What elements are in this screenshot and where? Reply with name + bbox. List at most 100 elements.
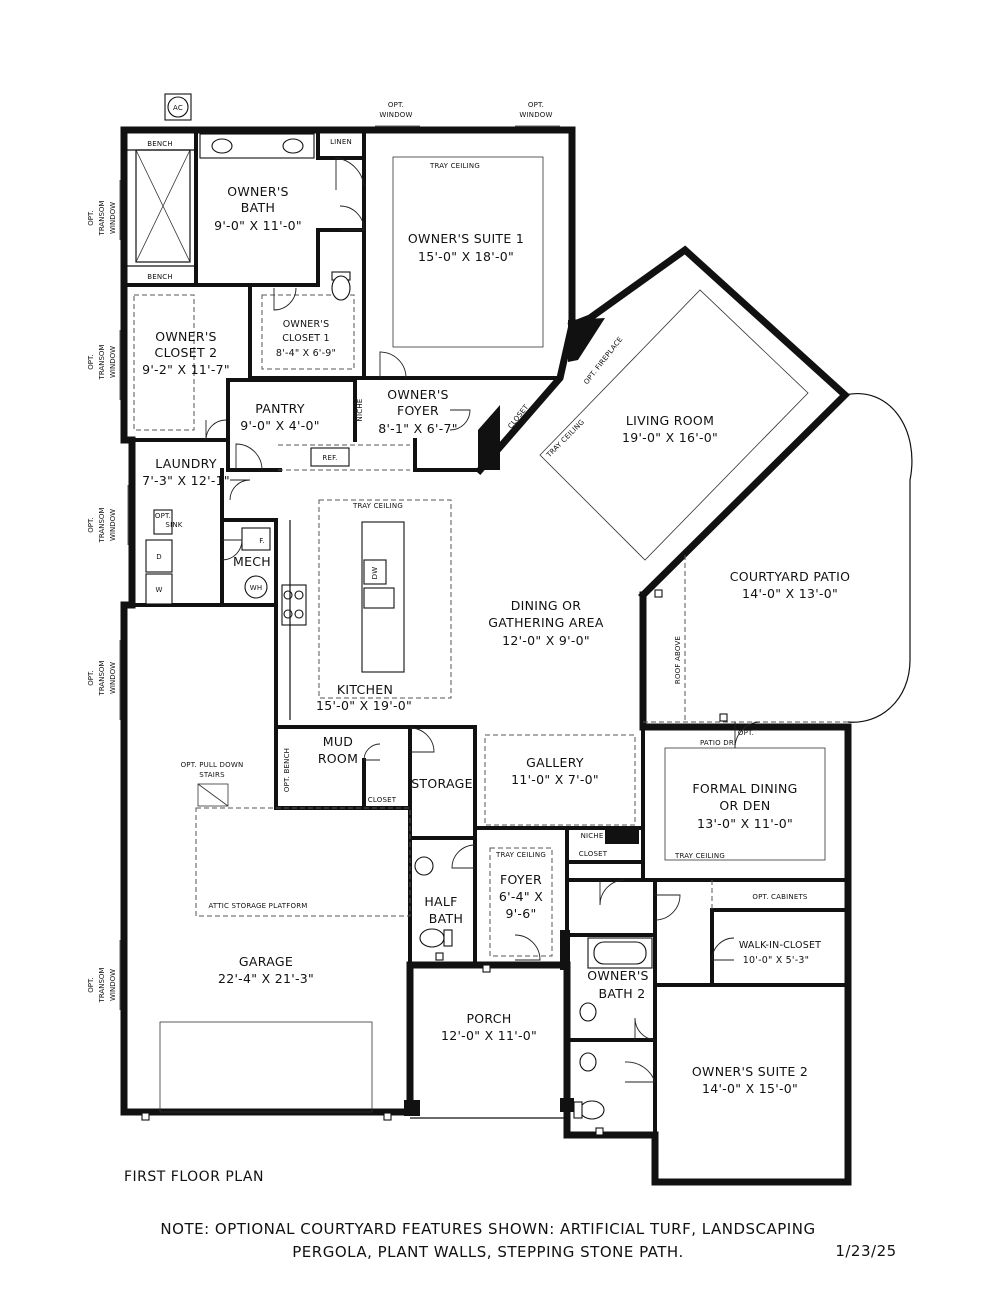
kitchen-tray-ceiling-label: TRAY CEILING bbox=[352, 502, 403, 510]
foyer-size2: 9'-6" bbox=[505, 906, 536, 921]
mech-name: MECH bbox=[233, 554, 271, 569]
walk-in-closet-size: 10'-0" X 5'-3" bbox=[743, 955, 809, 966]
sink-opt-label: OPT. bbox=[155, 512, 171, 520]
owners-closet-2-size: 9'-2" X 11'-7" bbox=[142, 362, 230, 377]
owners-suite-1-size: 15'-0" X 18'-0" bbox=[418, 249, 514, 264]
column-post bbox=[560, 1098, 574, 1112]
patio-door-label: PATIO DR. bbox=[700, 739, 736, 747]
window-label: WINDOW bbox=[519, 111, 552, 119]
dryer-label: D bbox=[156, 553, 162, 561]
garage-name: GARAGE bbox=[239, 954, 293, 969]
owners-foyer-size: 8'-1" X 6'-7" bbox=[378, 421, 458, 436]
laundry-size: 7'-3" X 12'-1" bbox=[142, 473, 230, 488]
living-room-name: LIVING ROOM bbox=[626, 413, 714, 428]
porch-size: 12'-0" X 11'-0" bbox=[441, 1028, 537, 1043]
dining-name2: GATHERING AREA bbox=[488, 615, 604, 630]
transom-window-label: WINDOW bbox=[109, 969, 117, 1001]
formal-dining-size: 13'-0" X 11'-0" bbox=[697, 816, 793, 831]
tray-ceiling-label: TRAY CEILING bbox=[429, 162, 480, 170]
wall-corner-block bbox=[478, 405, 500, 470]
gallery-closet-label: CLOSET bbox=[579, 850, 608, 858]
plan-date: 1/23/25 bbox=[835, 1242, 896, 1260]
owners-suite-2-name: OWNER'S SUITE 2 bbox=[692, 1064, 808, 1079]
courtyard-patio-size: 14'-0" X 13'-0" bbox=[742, 586, 838, 601]
transom-label: TRANSOM bbox=[98, 661, 106, 697]
bench-label: BENCH bbox=[147, 140, 173, 148]
owners-bath-name: OWNER'S bbox=[227, 184, 289, 199]
owners-suite-1-name: OWNER'S SUITE 1 bbox=[408, 231, 524, 246]
mud-room-name2: ROOM bbox=[318, 751, 358, 766]
dishwasher-label: DW bbox=[371, 567, 379, 580]
outlet-markers bbox=[141, 589, 728, 1136]
owners-bath-name2: BATH bbox=[241, 200, 275, 215]
owners-closet-1-size: 8'-4" X 6'-9" bbox=[276, 348, 336, 359]
laundry-name: LAUNDRY bbox=[155, 456, 217, 471]
transom-window-label: WINDOW bbox=[109, 346, 117, 378]
owners-bath-2-name2: BATH 2 bbox=[599, 986, 646, 1001]
wall-corner-block bbox=[568, 318, 605, 362]
living-room-size: 19'-0" X 16'-0" bbox=[622, 430, 718, 445]
niche-block bbox=[605, 828, 639, 844]
kitchen-name: KITCHEN bbox=[337, 682, 393, 697]
dashed-outlines bbox=[133, 156, 848, 957]
transom-window-label: WINDOW bbox=[109, 509, 117, 541]
washer-label: W bbox=[155, 586, 162, 594]
sink-label: SINK bbox=[165, 521, 182, 529]
kitchen-size: 15'-0" X 19'-0" bbox=[316, 698, 412, 713]
owners-bath-size: 9'-0" X 11'-0" bbox=[214, 218, 302, 233]
pull-down-stairs-label: OPT. PULL DOWN bbox=[181, 761, 244, 769]
owners-closet-1-name: OWNER'S bbox=[283, 319, 330, 330]
column-post bbox=[404, 1100, 420, 1116]
formal-dining-name2: OR DEN bbox=[719, 798, 770, 813]
owners-closet-2-name: OWNER'S bbox=[155, 329, 217, 344]
courtyard-patio-name: COURTYARD PATIO bbox=[730, 569, 851, 584]
transom-window-callouts: OPT. TRANSOM WINDOW OPT. TRANSOM WINDOW … bbox=[87, 201, 117, 1004]
window-opt-label: OPT. bbox=[388, 101, 404, 109]
gallery-niche-label: NICHE bbox=[581, 832, 604, 840]
door-swings bbox=[205, 157, 761, 1083]
window-markers bbox=[119, 125, 560, 1010]
patio-door-opt-label: OPT. bbox=[738, 729, 754, 737]
garage-size: 22'-4" X 21'-3" bbox=[218, 971, 314, 986]
plan-title: FIRST FLOOR PLAN bbox=[124, 1169, 264, 1185]
transom-label: TRANSOM bbox=[98, 201, 106, 237]
stairs-label: STAIRS bbox=[199, 771, 225, 779]
walk-in-closet-name: WALK-IN-CLOSET bbox=[739, 940, 821, 951]
roof-above-label: ROOF ABOVE bbox=[674, 636, 682, 684]
living-tray-ceiling-label: TRAY CEILING bbox=[544, 418, 586, 460]
mud-closet-label: CLOSET bbox=[368, 796, 397, 804]
transom-opt-label: OPT. bbox=[87, 517, 95, 532]
transom-label: TRANSOM bbox=[98, 345, 106, 381]
window-opt-label: OPT. bbox=[528, 101, 544, 109]
dining-size: 12'-0" X 9'-0" bbox=[502, 633, 590, 648]
half-bath-name2: BATH bbox=[429, 911, 463, 926]
attic-storage-label: ATTIC STORAGE PLATFORM bbox=[208, 902, 307, 910]
opt-cabinets-label: OPT. CABINETS bbox=[752, 893, 808, 901]
foyer-tray-ceiling-label: TRAY CEILING bbox=[495, 851, 546, 859]
owners-foyer-name: OWNER'S bbox=[387, 387, 449, 402]
transom-opt-label: OPT. bbox=[87, 354, 95, 369]
linen-label: LINEN bbox=[330, 138, 352, 146]
transom-label: TRANSOM bbox=[98, 508, 106, 544]
mud-room-name: MUD bbox=[323, 734, 353, 749]
interior-walls bbox=[122, 128, 850, 1184]
porch-name: PORCH bbox=[466, 1011, 511, 1026]
ac-label: AC bbox=[173, 104, 183, 112]
transom-opt-label: OPT. bbox=[87, 670, 95, 685]
gallery-size: 11'-0" X 7'-0" bbox=[511, 772, 599, 787]
formal-dining-tray-ceiling-label: TRAY CEILING bbox=[674, 852, 725, 860]
owners-bath-2-name: OWNER'S bbox=[587, 968, 649, 983]
storage-name: STORAGE bbox=[411, 776, 473, 791]
transom-opt-label: OPT. bbox=[87, 977, 95, 992]
owners-closet-2-name2: CLOSET 2 bbox=[155, 345, 218, 360]
niche-label: NICHE bbox=[356, 399, 364, 422]
water-heater-label: WH bbox=[250, 584, 263, 592]
foyer-name: FOYER bbox=[500, 872, 542, 887]
note-line-2: PERGOLA, PLANT WALLS, STEPPING STONE PAT… bbox=[292, 1243, 683, 1261]
half-bath-name: HALF bbox=[424, 894, 457, 909]
foyer-size: 6'-4" X bbox=[499, 889, 543, 904]
courtyard-patio-outline bbox=[844, 393, 913, 723]
window-label: WINDOW bbox=[379, 111, 412, 119]
owners-foyer-name2: FOYER bbox=[397, 403, 439, 418]
